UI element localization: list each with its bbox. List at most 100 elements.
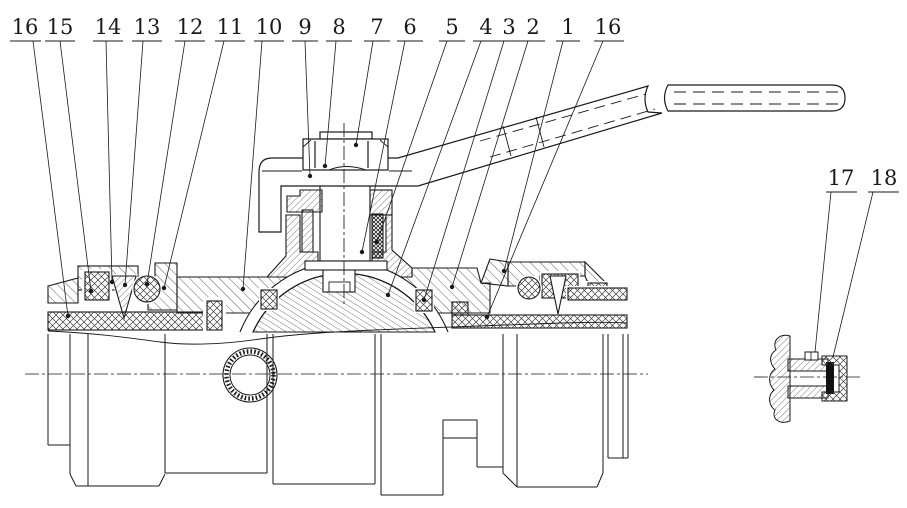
callout-label: 9 bbox=[298, 15, 311, 39]
break-line bbox=[47, 321, 628, 345]
pipe-left-gasket bbox=[206, 300, 223, 331]
o-ring-left bbox=[133, 275, 161, 303]
detail-flange bbox=[769, 334, 791, 423]
section-view bbox=[47, 214, 629, 333]
stem-flange bbox=[304, 260, 388, 271]
side-port-knurl bbox=[224, 349, 276, 401]
callout-label: 17 bbox=[828, 166, 855, 190]
callout-dot bbox=[65, 313, 71, 319]
o-ring-right bbox=[517, 276, 541, 300]
callout-dot bbox=[385, 292, 391, 298]
grip-ring-right bbox=[549, 275, 567, 315]
gland-right bbox=[369, 189, 393, 216]
callout-label: 7 bbox=[370, 15, 383, 39]
side-port-outer bbox=[222, 347, 278, 403]
split-ring-left bbox=[84, 271, 110, 301]
callout-2-14: 2 bbox=[449, 15, 545, 290]
callout-leader bbox=[814, 191, 832, 353]
socket-right-flare bbox=[451, 301, 469, 316]
callout-5-11: 5 bbox=[374, 15, 465, 245]
callout-leader bbox=[387, 40, 482, 296]
callout-dot bbox=[501, 268, 507, 274]
callout-leader bbox=[503, 40, 564, 272]
callout-dot bbox=[88, 288, 94, 294]
callout-dot bbox=[122, 282, 128, 288]
callout-dot bbox=[322, 163, 328, 169]
callout-leader bbox=[451, 40, 529, 288]
callout-7-9: 7 bbox=[353, 15, 390, 148]
callout-8-8: 8 bbox=[322, 15, 352, 169]
callout-label: 15 bbox=[47, 15, 74, 39]
callout-label: 4 bbox=[479, 15, 492, 39]
callout-10-6: 10 bbox=[240, 15, 284, 292]
callout-leader bbox=[355, 40, 374, 146]
detail-seal bbox=[826, 362, 834, 394]
callout-leader bbox=[486, 40, 604, 318]
callout-label: 5 bbox=[445, 15, 458, 39]
detail-screw bbox=[804, 351, 819, 361]
callout-label: 3 bbox=[502, 15, 515, 39]
callout-dot bbox=[359, 249, 365, 255]
callout-4-12: 4 bbox=[385, 15, 499, 298]
packing-left bbox=[301, 209, 314, 253]
callout-dot bbox=[353, 142, 359, 148]
seat-left bbox=[260, 289, 278, 310]
callout-14-2: 14 bbox=[93, 15, 123, 285]
callout-leader bbox=[124, 40, 144, 286]
callout-leader bbox=[146, 40, 186, 285]
callout-16-16: 16 bbox=[484, 15, 624, 320]
side-port-inner bbox=[229, 354, 271, 396]
callout-label: 13 bbox=[134, 15, 161, 39]
callout-leader bbox=[832, 191, 874, 358]
detail-view bbox=[769, 334, 848, 423]
callout-dot bbox=[421, 297, 427, 303]
socket-right bbox=[451, 314, 628, 329]
callout-label: 8 bbox=[332, 15, 345, 39]
handle-lever bbox=[258, 85, 663, 233]
nut-right-flange bbox=[480, 258, 509, 287]
callout-leader bbox=[59, 40, 92, 292]
external-view bbox=[47, 321, 629, 496]
pipe-right-outer bbox=[567, 287, 628, 301]
callout-dot bbox=[374, 239, 380, 245]
callout-17-17: 17 bbox=[814, 166, 857, 353]
callout-12-4: 12 bbox=[144, 15, 205, 287]
pipe-left bbox=[47, 311, 221, 331]
callout-label: 18 bbox=[871, 166, 898, 190]
callout-3-13: 3 bbox=[421, 15, 521, 303]
callout-dot bbox=[144, 281, 150, 287]
callout-label: 12 bbox=[177, 15, 204, 39]
callout-leader bbox=[105, 40, 113, 283]
detail-cap bbox=[821, 355, 848, 402]
callout-label: 16 bbox=[595, 15, 622, 39]
gland-left bbox=[286, 189, 323, 213]
callout-dot bbox=[484, 314, 490, 320]
callout-dot bbox=[307, 173, 313, 179]
nut-left-wedge bbox=[47, 277, 79, 304]
callout-leader bbox=[324, 40, 337, 167]
packing-right bbox=[371, 213, 384, 259]
callout-11-5: 11 bbox=[161, 15, 245, 291]
callout-9-7: 9 bbox=[292, 15, 318, 179]
callout-1-15: 1 bbox=[501, 15, 580, 274]
callout-label: 11 bbox=[217, 15, 244, 39]
callout-label: 2 bbox=[526, 15, 539, 39]
callout-dot bbox=[161, 285, 167, 291]
callout-leader bbox=[361, 40, 406, 253]
callout-leader bbox=[423, 40, 505, 301]
callout-6-10: 6 bbox=[359, 15, 423, 255]
callout-leader bbox=[32, 40, 69, 317]
handle bbox=[258, 84, 846, 233]
callout-label: 1 bbox=[561, 15, 574, 39]
callout-leader bbox=[163, 40, 225, 289]
callout-dot bbox=[109, 279, 115, 285]
callout-leader bbox=[376, 40, 448, 243]
callout-16-0: 16 bbox=[10, 15, 71, 319]
drain-boss bbox=[442, 419, 478, 439]
callout-leader bbox=[242, 40, 263, 290]
callout-dot bbox=[240, 286, 246, 292]
stem-hex-nut bbox=[302, 138, 389, 171]
